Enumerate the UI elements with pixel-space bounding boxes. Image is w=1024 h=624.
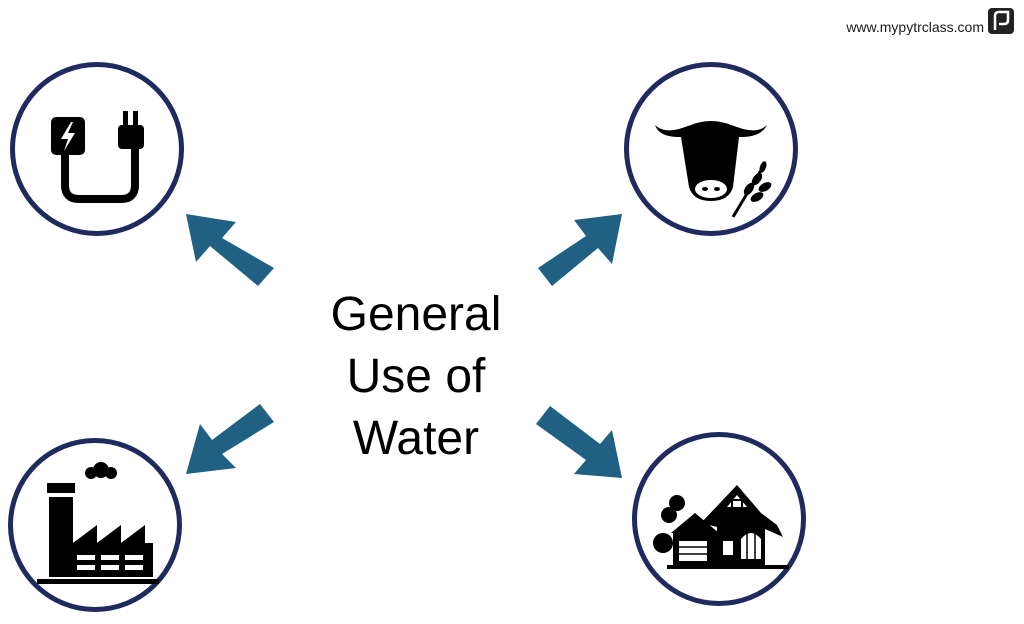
center-line-1: General <box>330 288 502 341</box>
node-domestic <box>632 432 806 606</box>
factory-icon <box>37 462 159 584</box>
house-icon <box>653 485 789 569</box>
node-electricity <box>10 62 184 236</box>
center-title: General Use of Water <box>300 284 532 470</box>
brand: www.mypytrclass.com <box>846 6 1016 36</box>
arrow-to-electricity <box>186 214 274 286</box>
arrow-to-industry <box>186 404 274 474</box>
brand-url[interactable]: www.mypytrclass.com <box>846 19 984 35</box>
brand-logo-icon <box>988 8 1014 34</box>
center-line-3: Water <box>352 412 480 465</box>
power-plug-icon <box>51 111 144 203</box>
arrow-to-domestic <box>536 406 622 478</box>
node-industry <box>8 438 182 612</box>
center-line-2: Use of <box>346 350 486 403</box>
arrow-to-agriculture <box>538 214 622 286</box>
cow-wheat-icon <box>655 121 772 218</box>
node-agriculture <box>624 62 798 236</box>
